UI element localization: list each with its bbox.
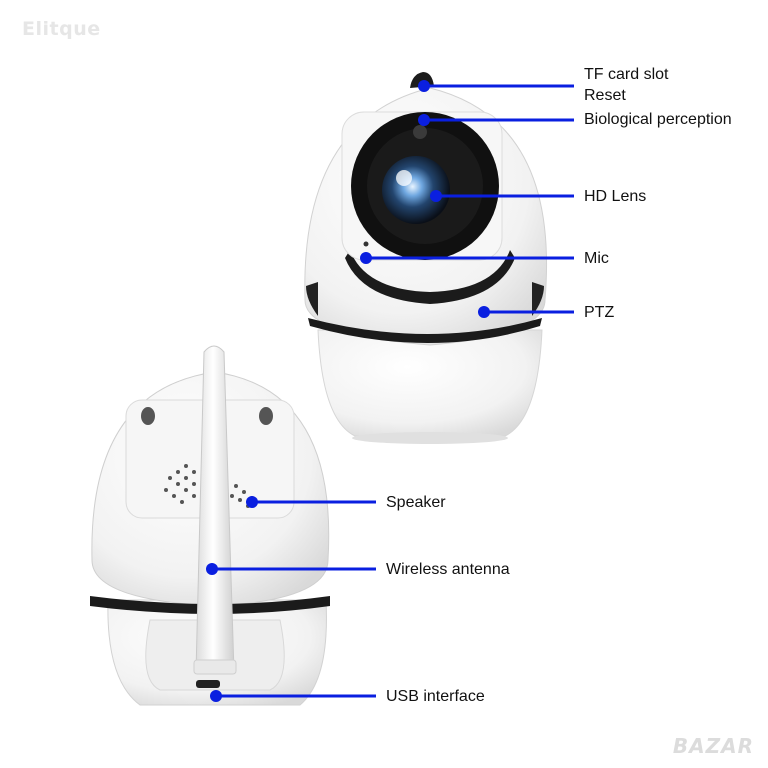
callout-dot-hd-lens [430,190,442,202]
callout-dot-ptz [478,306,490,318]
back-camera [90,345,330,706]
callout-dot-speaker [246,496,258,508]
mic-hole [363,241,369,247]
callout-lines [206,80,574,702]
wireless-antenna [195,345,235,673]
label-ptz: PTZ [584,304,615,321]
callout-dot-biological [418,114,430,126]
label-reset: Reset [584,87,626,104]
front-camera [304,72,548,444]
label-wireless-antenna: Wireless antenna [386,561,510,578]
watermark-text: Elitque [22,18,101,40]
callout-dot-antenna [206,563,218,575]
callout-dot-mic [360,252,372,264]
label-hd-lens: HD Lens [584,188,647,205]
label-biological-perception: Biological perception [584,111,732,128]
biological-sensor [413,125,427,139]
hd-lens [382,156,450,224]
callout-dot-tf-card [418,80,430,92]
callout-dot-usb [210,690,222,702]
bazar-logo: BAZAR [672,734,754,758]
usb-port [196,680,220,688]
label-tf-card-slot: TF card slot [584,66,669,83]
label-mic: Mic [584,250,609,267]
label-speaker: Speaker [386,494,446,511]
label-usb-interface: USB interface [386,688,485,705]
